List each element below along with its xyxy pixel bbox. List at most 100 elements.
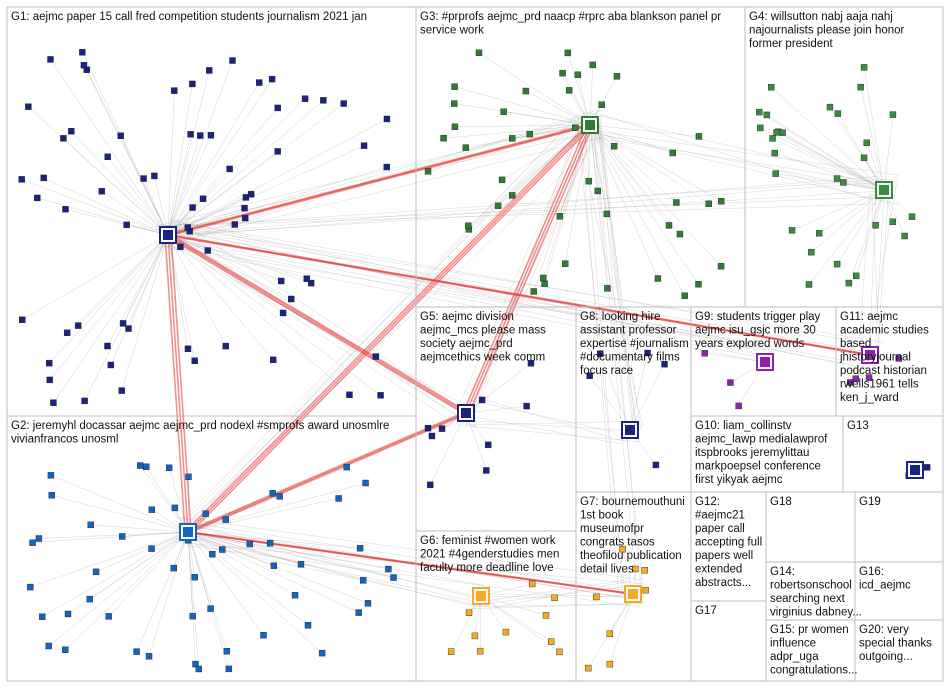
- edge: [107, 234, 169, 347]
- node: [231, 221, 238, 228]
- node: [540, 274, 547, 282]
- edge: [187, 531, 359, 613]
- node: [288, 295, 295, 303]
- edge: [187, 482, 366, 533]
- node: [104, 153, 111, 161]
- edge: [480, 595, 555, 598]
- edge: [63, 138, 169, 236]
- node: [279, 309, 287, 317]
- node: [356, 545, 364, 552]
- node: [610, 142, 618, 150]
- node: [191, 574, 198, 581]
- edge: [50, 59, 169, 236]
- node: [509, 135, 516, 142]
- group-label-g15: congratulations...: [770, 665, 858, 677]
- edge: [774, 152, 885, 191]
- edge: [450, 595, 482, 652]
- edge: [470, 579, 629, 604]
- edge: [582, 111, 893, 184]
- edge: [475, 420, 622, 431]
- edge: [167, 78, 273, 236]
- node: [48, 492, 55, 499]
- edge: [185, 531, 486, 586]
- node: [274, 148, 281, 155]
- node: [641, 567, 648, 574]
- edge: [167, 166, 387, 236]
- edge: [175, 230, 759, 351]
- edge: [458, 421, 618, 426]
- hub-node-icon: [461, 408, 471, 418]
- node: [360, 577, 367, 584]
- node: [526, 131, 533, 138]
- node: [476, 647, 484, 655]
- node: [170, 564, 177, 572]
- node: [304, 622, 312, 629]
- edge: [478, 52, 591, 126]
- node: [863, 139, 870, 147]
- group-label-g12: extended: [695, 564, 742, 576]
- edge: [599, 353, 631, 431]
- node: [834, 110, 842, 117]
- edge: [819, 189, 885, 234]
- edge: [167, 168, 230, 236]
- node: [377, 392, 384, 399]
- group-label-g19: G19: [859, 496, 881, 508]
- node: [140, 175, 147, 182]
- edge: [173, 182, 877, 237]
- node: [269, 490, 276, 497]
- node: [165, 464, 173, 471]
- node: [145, 653, 153, 660]
- edge: [559, 124, 591, 217]
- node: [291, 592, 299, 599]
- edge: [775, 173, 885, 191]
- group-box-g20: [854, 619, 944, 682]
- node: [185, 473, 192, 481]
- group-label-g7: G7: bournemouthuni: [580, 496, 685, 508]
- node: [189, 80, 196, 88]
- edge: [32, 531, 189, 543]
- node: [118, 387, 125, 394]
- edge: [187, 531, 264, 636]
- edge: [589, 124, 699, 137]
- edge: [469, 603, 645, 609]
- node: [717, 263, 725, 270]
- node: [465, 609, 473, 616]
- hub-node-icon: [879, 185, 889, 195]
- node: [564, 49, 572, 57]
- group-label-g14: G14:: [770, 566, 795, 578]
- node: [632, 565, 639, 573]
- node: [428, 432, 436, 440]
- node: [852, 375, 859, 382]
- group-label-g11: rwells1961 tells: [840, 379, 919, 391]
- node: [383, 163, 390, 171]
- edge: [811, 189, 885, 253]
- node: [652, 461, 660, 469]
- node: [603, 210, 611, 218]
- edge: [598, 122, 633, 421]
- node: [574, 71, 582, 79]
- edge: [874, 180, 885, 369]
- edge: [167, 234, 227, 347]
- edge: [863, 67, 885, 191]
- edge: [871, 193, 881, 359]
- edge: [869, 179, 877, 360]
- edge: [836, 189, 885, 265]
- node: [860, 154, 868, 161]
- group-label-g12: #aejmc21: [695, 510, 745, 522]
- node: [701, 350, 708, 357]
- edge: [187, 531, 196, 665]
- edge: [525, 90, 591, 126]
- group-label-g9: years explored words: [695, 338, 805, 350]
- edge: [187, 531, 302, 565]
- group-label-g6: 2021 #4genderstudies men: [420, 549, 559, 561]
- edge: [187, 531, 309, 626]
- group-label-g9: G9: students trigger play: [695, 311, 821, 323]
- edge: [167, 193, 252, 236]
- edge: [187, 531, 194, 617]
- node: [727, 379, 734, 386]
- edge: [183, 536, 484, 604]
- edge: [156, 225, 762, 356]
- edge: [86, 69, 169, 236]
- node: [364, 600, 372, 607]
- edge-strong: [170, 124, 594, 236]
